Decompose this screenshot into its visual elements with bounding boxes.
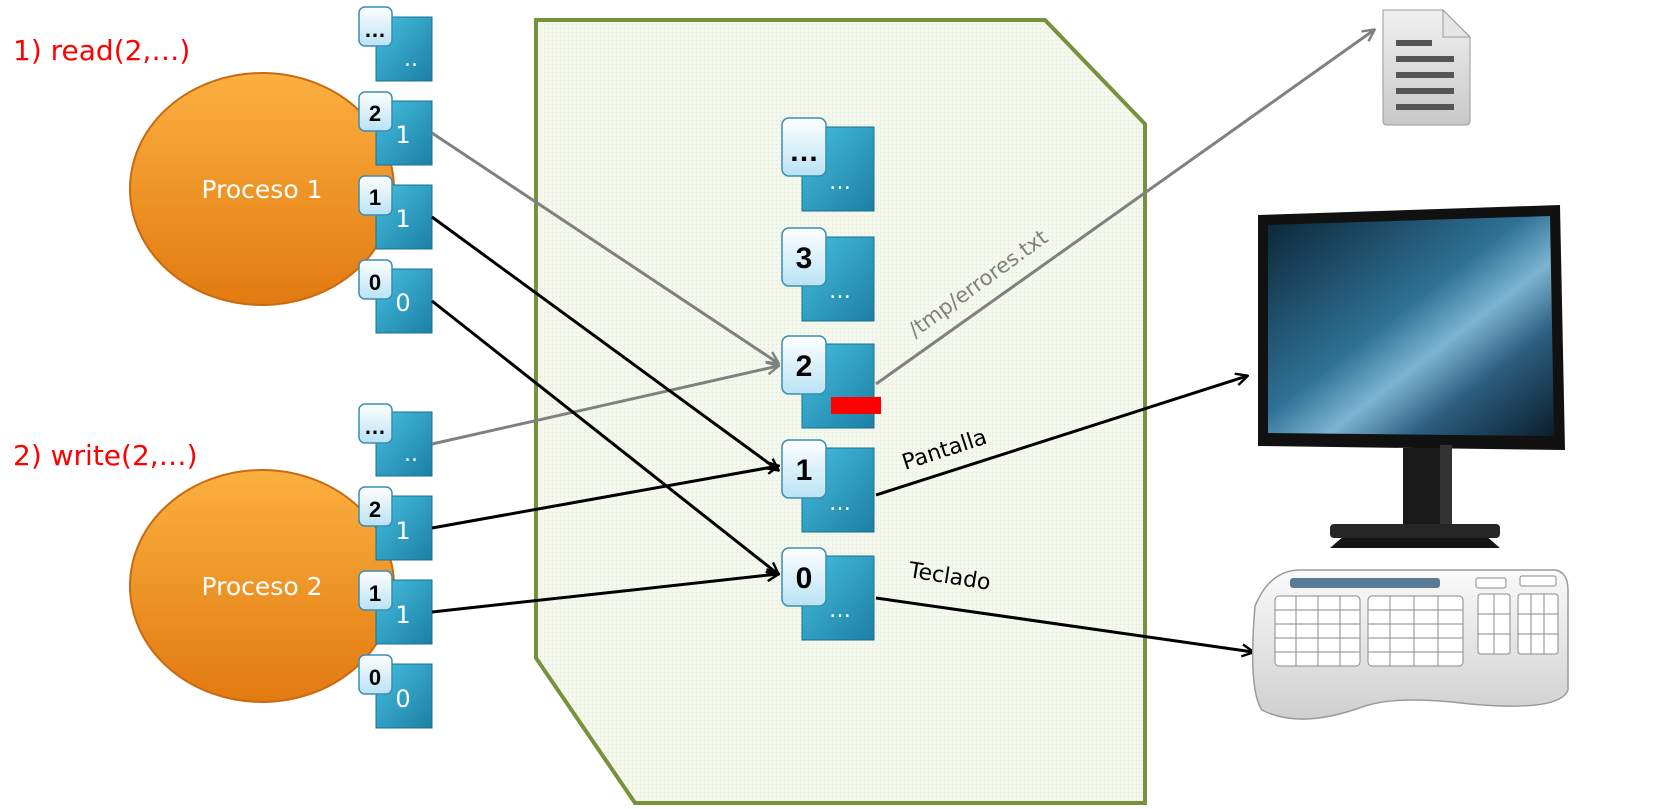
pointer-arrows — [431, 30, 1374, 652]
fd-value: 1 — [395, 517, 410, 545]
fd-entry: 0 0 — [358, 259, 433, 334]
fd-tag: 2 — [369, 497, 381, 522]
arrow-p2-fd1 — [431, 574, 778, 614]
fd-tag: 1 — [369, 185, 381, 210]
open-file-entry: … 0 — [781, 547, 875, 641]
fd-tag: … — [364, 17, 386, 42]
open-file-entry: … … — [781, 117, 875, 212]
process-1-label: Proceso 1 — [202, 175, 323, 204]
open-file-value: … — [829, 491, 851, 516]
fd-entry: 1 2 — [358, 486, 433, 561]
open-file-tag: 3 — [796, 242, 813, 275]
read-call-label: 1) read(2,…) — [13, 34, 190, 67]
open-file-tag: 2 — [796, 350, 813, 383]
arrow-p2-fd2 — [431, 466, 778, 530]
open-file-value: … — [829, 170, 851, 195]
fd-entry: 0 0 — [358, 654, 433, 729]
arrow-p1-fd1 — [431, 215, 778, 470]
open-file-value: … — [829, 279, 851, 304]
arrow-to-keyboard — [875, 596, 1253, 652]
fd-value: 1 — [395, 601, 410, 629]
fd-tag: 1 — [369, 581, 381, 606]
monitor-icon — [1258, 205, 1565, 548]
fd-value: 0 — [395, 685, 410, 713]
arrow-p1-fd0 — [431, 299, 778, 574]
fd-value: .. — [404, 442, 418, 467]
arrow-to-screen — [875, 376, 1247, 497]
arrow-to-file — [875, 30, 1374, 386]
document-icon — [1382, 8, 1472, 126]
open-file-tag: 1 — [796, 454, 813, 487]
fd-tag: 2 — [369, 101, 381, 126]
arrow-p2-fdx — [431, 366, 778, 446]
fd-value: .. — [404, 47, 418, 72]
fd-entry: .. … — [358, 6, 433, 82]
fd-entry: 1 1 — [358, 175, 433, 250]
error-mark — [831, 397, 881, 414]
fd-value: 1 — [395, 205, 410, 233]
open-file-value: … — [829, 598, 851, 623]
process-2-fd-table: .. … 1 2 1 1 0 0 — [358, 403, 433, 729]
fd-tag: 0 — [369, 665, 381, 690]
fd-value: 1 — [395, 121, 410, 149]
open-file-tag: … — [789, 135, 819, 168]
open-file-entry: … 1 — [781, 439, 875, 533]
fd-tag: 0 — [369, 270, 381, 295]
fd-tag: … — [364, 414, 386, 439]
open-file-entry: … 3 — [781, 227, 875, 322]
fd-entry: 1 1 — [358, 570, 433, 645]
write-call-label: 2) write(2,…) — [13, 439, 198, 472]
process-2-label: Proceso 2 — [202, 572, 323, 601]
fd-value: 0 — [395, 289, 410, 317]
arrow-p1-fd2 — [431, 131, 778, 363]
open-file-tag: 0 — [796, 562, 813, 595]
keyboard-icon — [1251, 569, 1569, 720]
fd-entry: .. … — [358, 403, 433, 477]
